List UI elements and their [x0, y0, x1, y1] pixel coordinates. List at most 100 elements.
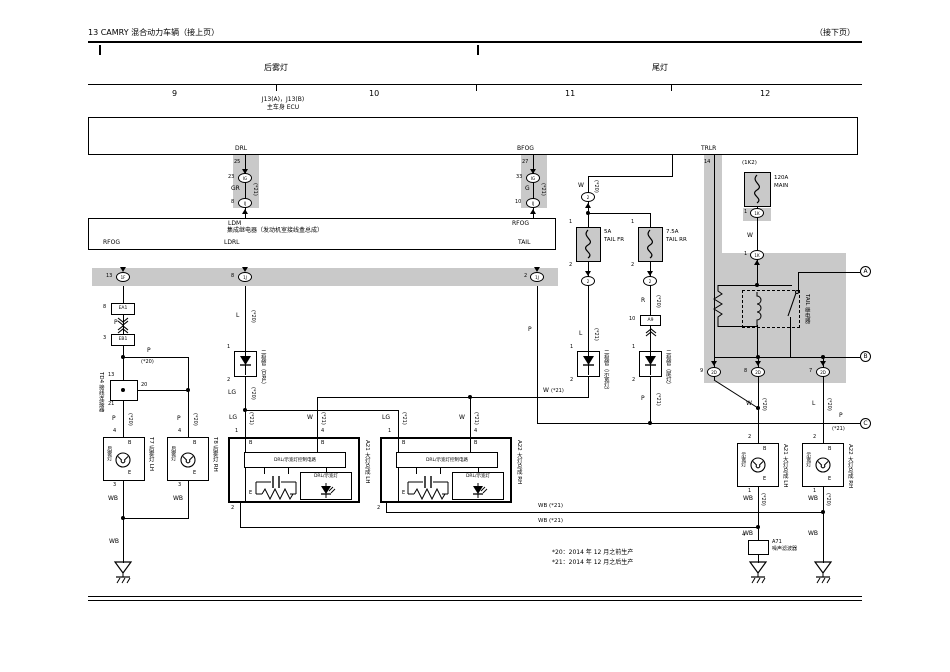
wire-label-wb21: WB (*21): [538, 518, 563, 524]
connector-num: 8: [744, 368, 748, 374]
bulb-icon: [115, 452, 131, 468]
page-title-right: （接下页）: [815, 28, 855, 37]
wire-color: WB: [109, 538, 120, 545]
connector-num: 13: [106, 273, 113, 279]
junction-dot: [186, 388, 190, 392]
wire-note: (*21): [252, 183, 258, 196]
drl-control-bar: DRL/示宽灯控制电路: [396, 452, 498, 468]
connector-num: 8: [103, 304, 107, 310]
connector: IG: [526, 173, 540, 183]
bottom-rule: [88, 596, 862, 597]
wire-color: W: [747, 232, 753, 239]
integration-relay-name: 集成继电器（发动机室接线盒总成）: [226, 227, 323, 234]
connector: 2D: [816, 367, 830, 377]
lamp-pin: 1: [813, 488, 817, 494]
connector-code: IG: [242, 175, 248, 181]
drl-led-label: DRL/示宽灯: [313, 474, 339, 479]
lamp-pin: 4: [178, 428, 182, 434]
connector-code: 2D: [711, 369, 717, 375]
wire-color: R: [641, 297, 646, 304]
junction-dot: [121, 355, 125, 359]
connector-num: 8: [231, 273, 235, 279]
connector: 1J: [238, 272, 252, 282]
pin-ldrl: LDRL: [224, 239, 240, 246]
connector-num: 23: [228, 174, 235, 180]
terminal-letter: E: [763, 476, 767, 482]
lamp-pin: 4: [321, 428, 325, 434]
wire: [240, 527, 758, 528]
fuse-location: (1K2): [742, 160, 757, 166]
arrow-up: [754, 260, 760, 265]
wire-color: P: [641, 395, 645, 402]
wire: [757, 206, 758, 262]
wire: [188, 481, 189, 518]
wire-color: L: [579, 330, 583, 337]
junction-dot: [756, 355, 760, 359]
wire-color: L: [812, 400, 816, 407]
wire: [245, 410, 399, 411]
bulb-icon: [180, 452, 196, 468]
noise-filter-pin: 4: [742, 532, 746, 538]
wire: [798, 272, 860, 273]
fuse-element-icon: [647, 229, 653, 259]
fuse-pin: 1: [631, 219, 635, 225]
connector-code: 2: [586, 194, 590, 200]
diode-pin: 1: [227, 344, 231, 350]
junction-dot: [755, 283, 759, 287]
connector-num: 1: [744, 209, 748, 215]
clearance-lamp-rh-label: A22 大灯总成 RH: [846, 444, 853, 489]
arrow-down: [755, 361, 761, 366]
wire-note: (*21): [551, 388, 564, 394]
diode-icon: [583, 352, 594, 375]
wire: [823, 487, 824, 563]
lamp-pin: 2: [813, 434, 817, 440]
bottom-rule: [88, 600, 862, 601]
wire: [317, 397, 318, 437]
wire-color: P: [177, 415, 181, 422]
td4-pin: 20: [141, 382, 148, 388]
ecu-pin-trlr: TRLR: [701, 145, 717, 152]
relay-switch-icon: [787, 290, 799, 317]
connector-num: 2: [524, 273, 528, 279]
wire: [245, 286, 246, 352]
grid-col-10: 10: [369, 89, 380, 98]
fuse-element-icon: [754, 174, 760, 204]
wire: [588, 176, 673, 177]
terminal-letter: B: [249, 440, 253, 446]
wire: [537, 286, 538, 424]
tick: [477, 45, 479, 55]
wire-color: WB: [808, 495, 819, 502]
wire-color: P: [114, 319, 118, 326]
wire-color: P: [147, 347, 151, 354]
wire: [758, 357, 759, 443]
page-ref-b: B: [860, 351, 871, 362]
td4-label: TD4 接线连接器: [97, 372, 104, 413]
connector: 2D: [707, 367, 721, 377]
connector-code: EA1: [118, 306, 128, 311]
bulb-name: 后雾灯: [170, 446, 177, 461]
junction-dot: [121, 388, 125, 392]
drl-unit-lh-label: A21 大灯总成 LH: [363, 440, 370, 484]
integration-relay-box: [88, 218, 556, 250]
highlight-band: [704, 155, 722, 253]
ref-letter: A: [863, 268, 868, 275]
wire-color: L: [236, 312, 240, 319]
connector-num: 33: [516, 174, 523, 180]
connector: IJ: [526, 198, 540, 208]
drl-control-bar: DRL/示宽灯控制电路: [244, 452, 346, 468]
wire: [470, 397, 471, 437]
wire: [478, 468, 479, 472]
junction-dot: [468, 395, 472, 399]
wire-color: P: [528, 326, 532, 333]
page-title-left: 13 CAMRY 混合动力车辆（接上页）: [88, 28, 220, 37]
ground-icon: [748, 561, 768, 584]
wire-note: (*21): [248, 412, 254, 425]
arrow-down: [585, 271, 591, 276]
arrow-up: [242, 209, 248, 214]
wire-color: LG: [228, 389, 236, 396]
wire-note: (*20): [127, 413, 133, 426]
terminal-letter: E: [828, 476, 832, 482]
wire: [123, 400, 124, 437]
td4-pin: 13: [108, 372, 115, 378]
